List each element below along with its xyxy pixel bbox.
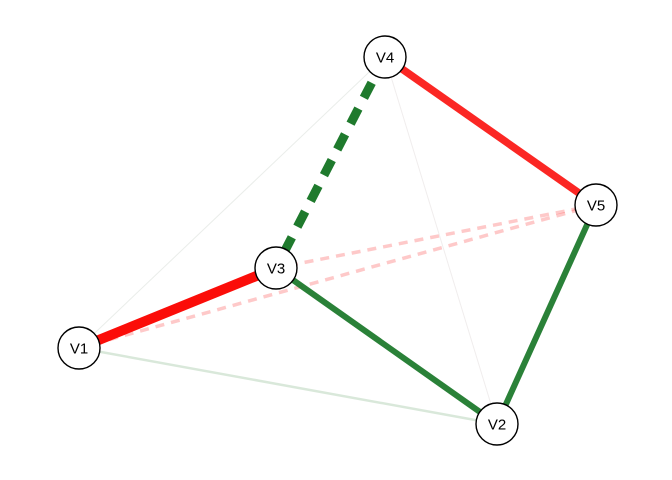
node-V4: V4 [363,35,407,79]
node-circle-V4 [363,35,407,79]
node-circle-V3 [254,246,298,290]
node-V2: V2 [475,402,519,446]
edge-V4-V3 [272,54,389,271]
node-V3: V3 [254,246,298,290]
node-V5: V5 [574,183,618,227]
node-circle-V2 [475,402,519,446]
edge-V4-V5 [382,53,599,209]
edge-V5-V1 [78,203,597,350]
edge-V1-V3 [77,263,278,353]
edge-V1-V4 [78,56,386,349]
edge-V5-V2 [494,203,599,426]
edge-V5-V3 [275,203,597,270]
node-circle-V1 [57,326,101,370]
edge-V1-V2 [78,346,498,426]
node-circle-V5 [574,183,618,227]
node-V1: V1 [57,326,101,370]
edge-V3-V2 [274,265,499,427]
edge-V4-V2 [384,56,498,425]
